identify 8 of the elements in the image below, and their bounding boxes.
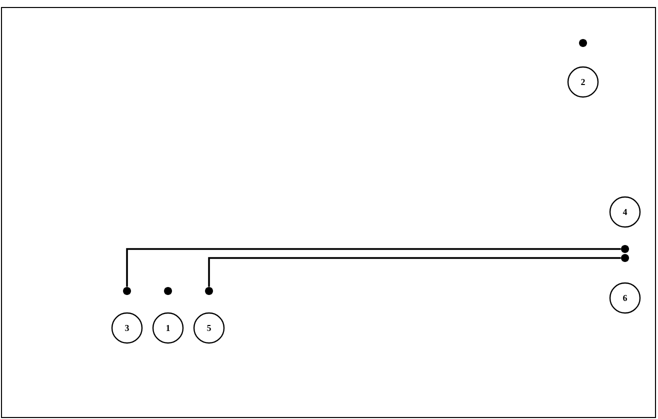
connector-line (208, 257, 621, 287)
dot (621, 254, 630, 262)
dot (123, 287, 131, 295)
dot (205, 287, 213, 295)
dot (164, 287, 172, 295)
connector-line (126, 248, 621, 287)
dot (579, 39, 588, 47)
dot (621, 245, 630, 253)
